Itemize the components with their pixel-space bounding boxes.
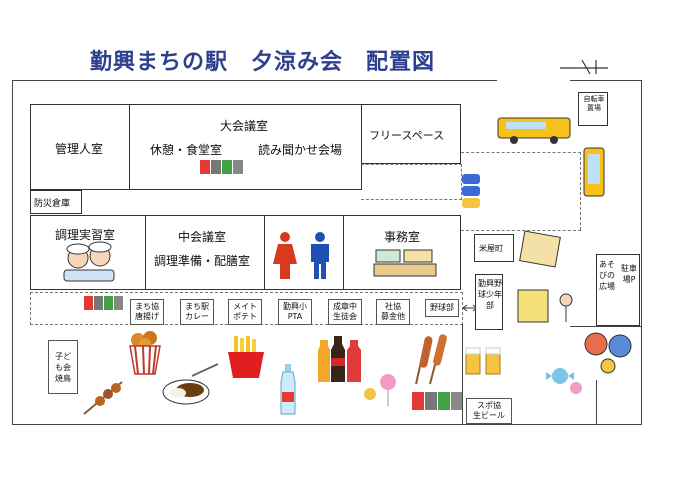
site-boundary-left: [12, 80, 14, 425]
walkway-dash-top: [461, 152, 581, 153]
yonemachi-box: 米屋町: [474, 234, 514, 262]
drink-bottles-icon: [318, 336, 361, 382]
bus-side-icon: [583, 147, 605, 197]
trash-bins-icon: [200, 160, 243, 174]
sweets-icon: [546, 368, 582, 394]
beer-mugs-icon: [465, 347, 501, 375]
room-kanri: 管理人室: [30, 104, 130, 190]
candy-icon: [364, 374, 396, 406]
curry-plate-icon: [162, 363, 219, 405]
karaage-cup-icon: [129, 331, 161, 375]
room-free: フリースペース: [361, 104, 461, 164]
walkway-dash-bottom: [461, 230, 581, 231]
stall-mate: メイトポテト: [228, 299, 262, 325]
stall-yakyubu: 野球部: [425, 299, 459, 317]
scoreboard-icon: [517, 289, 573, 323]
room-chukaigi: 中会議室 調理準備・配膳室: [145, 215, 265, 290]
signboard-icon: [519, 230, 561, 268]
car-icon: [462, 174, 480, 208]
asobi-hiroba-box: あそびの広場 駐車場P: [596, 254, 640, 326]
stall-shakyo: 社協募金他: [376, 299, 410, 325]
chukaigi-label: 中会議室: [178, 230, 227, 244]
double-arrow-icon: [462, 304, 478, 312]
right-divider-1: [570, 326, 642, 328]
lane-line: [462, 324, 464, 424]
walkway-dash-right: [580, 152, 581, 230]
office-desk-icon: [373, 249, 437, 277]
ramune-bottle-icon: [280, 364, 296, 415]
site-boundary-topright: [570, 80, 642, 82]
room-daikaigi: 大会議室 休憩・食堂室 読み聞かせ会場: [129, 104, 362, 190]
fries-icon: [228, 336, 264, 378]
stall-machikyo: まち協唐揚げ: [130, 299, 164, 325]
yakitori-icon: [83, 381, 123, 415]
daikaigi-label: 大会議室: [220, 119, 269, 133]
room-bosai: 防災倉庫: [30, 190, 82, 214]
yakyu-box: 勤興野球少年部: [475, 274, 503, 330]
north-arrow-icon: [560, 59, 608, 75]
stall-kodomokai: 子ども会焼鳥: [48, 340, 78, 394]
site-boundary-right: [641, 80, 643, 425]
sausage-sticks-icon: [415, 334, 447, 385]
woman-toilet-icon: [273, 232, 297, 279]
stall-seisho: 成章中生徒会: [328, 299, 362, 325]
stall-trash-bins-icon: [84, 296, 123, 310]
cooks-illustration-icon: [63, 241, 115, 282]
site-boundary-bottom: [12, 424, 642, 426]
page-title: 勤興まちの駅 夕涼み会 配置図: [90, 50, 436, 75]
yomikikase-label: 読み聞かせ会場: [258, 143, 343, 157]
right-divider-2: [596, 380, 598, 425]
spokyo-trash-bins-icon: [412, 392, 463, 410]
toys-icon: [584, 332, 632, 374]
chori-junbi-label: 調理準備・配膳室: [154, 254, 251, 268]
site-boundary-top: [12, 80, 497, 82]
stall-machieki: まち駅カレー: [180, 299, 214, 325]
kyukei-label: 休憩・食堂室: [150, 143, 223, 157]
stall-spokyo: スポ協生ビール: [466, 398, 512, 424]
room-jimu: 事務室: [343, 215, 461, 290]
bus-icon: [497, 117, 571, 144]
bike-parking: 自転車置場: [578, 92, 608, 126]
free-space-extension: [361, 164, 462, 200]
man-toilet-icon: [311, 232, 329, 279]
